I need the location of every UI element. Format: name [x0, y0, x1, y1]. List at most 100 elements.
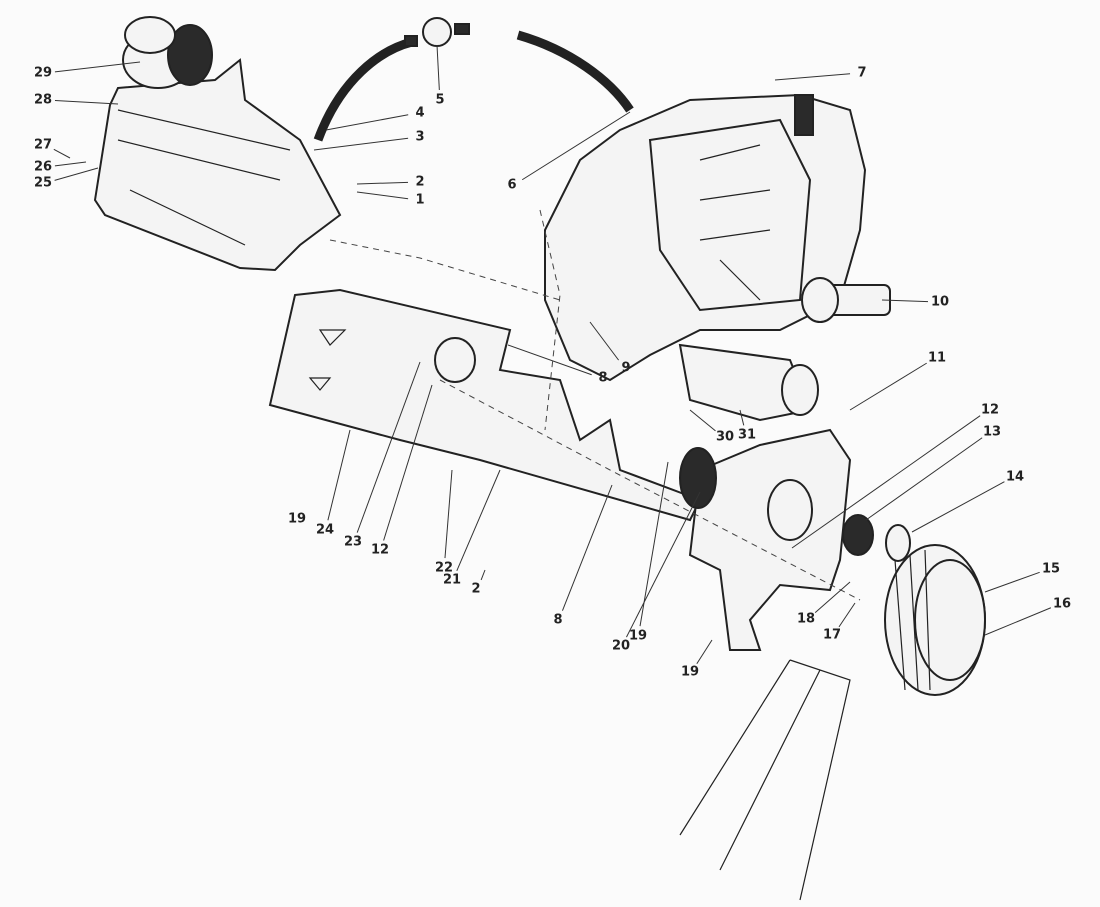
leader-line [838, 602, 856, 628]
callout-21: 21 [443, 469, 501, 588]
callout-11: 11 [849, 351, 946, 411]
leader-line [54, 61, 141, 73]
part-number: 23 [344, 535, 362, 550]
leader-line [626, 491, 701, 638]
callout-13: 13 [865, 425, 1001, 521]
leader-line [383, 384, 433, 541]
leader-line [327, 429, 351, 521]
callout-15: 15 [984, 562, 1060, 593]
leader-line [881, 299, 929, 303]
part-number: 6 [507, 178, 516, 193]
leader-line [814, 581, 851, 613]
part-number: 12 [371, 543, 389, 558]
callout-8: 8 [507, 344, 608, 386]
part-number: 21 [443, 573, 461, 588]
leader-line [507, 344, 592, 376]
callout-6: 6 [507, 111, 631, 193]
callout-12: 12 [791, 403, 999, 549]
leader-line [53, 148, 71, 159]
part-number: 19 [629, 629, 647, 644]
callout-31: 31 [738, 409, 756, 443]
callout-2: 2 [356, 175, 425, 190]
callout-10: 10 [881, 295, 949, 310]
part-number: 17 [823, 628, 841, 643]
assembly-lines [329, 209, 861, 601]
callout-19: 19 [288, 512, 306, 527]
leader-line [911, 481, 1005, 533]
part-number: 3 [415, 130, 424, 145]
callout-19: 19 [681, 639, 713, 680]
part-number: 16 [1053, 597, 1071, 612]
leader-line [54, 167, 99, 181]
leader-line [589, 321, 620, 361]
leader-line [689, 409, 716, 432]
callout-27: 27 [34, 138, 71, 159]
leader-line [356, 361, 421, 533]
part-number: 22 [435, 561, 453, 576]
part-number: 1 [415, 193, 424, 208]
part-number: 15 [1042, 562, 1060, 577]
part-number: 7 [857, 66, 866, 81]
callout-4: 4 [325, 106, 425, 131]
leader-line [54, 161, 87, 167]
callout-12: 12 [371, 384, 433, 558]
part-number: 2 [471, 582, 480, 597]
callout-22: 22 [435, 469, 453, 576]
part-number: 25 [34, 176, 52, 191]
leader-line [739, 409, 745, 426]
callout-2: 2 [471, 569, 486, 597]
part-number: 19 [288, 512, 306, 527]
leader-line [521, 111, 631, 181]
part-number: 13 [983, 425, 1001, 440]
callout-9: 9 [589, 321, 631, 376]
callout-5: 5 [435, 44, 445, 108]
leader-line [356, 181, 409, 185]
part-number: 24 [316, 523, 334, 538]
chute [679, 659, 851, 901]
part-number: 27 [34, 138, 52, 153]
callout-20: 20 [612, 491, 701, 654]
engine [544, 93, 891, 422]
callout-29: 29 [34, 61, 141, 81]
callout-1: 1 [356, 191, 425, 208]
leader-line [444, 469, 453, 559]
part-number: 28 [34, 93, 52, 108]
part-number: 8 [553, 613, 562, 628]
fuel-tank [93, 16, 342, 272]
wheel [884, 544, 986, 696]
part-number: 4 [415, 106, 424, 121]
part-number: 31 [738, 428, 756, 443]
callout-24: 24 [316, 429, 351, 538]
callout-7: 7 [774, 66, 867, 81]
leader-line [984, 607, 1052, 636]
part-number: 2 [415, 175, 424, 190]
leader-line [984, 571, 1040, 593]
leader-line [325, 114, 409, 131]
gear-housing [679, 428, 852, 651]
part-number: 20 [612, 639, 630, 654]
callout-layer: 1234567891011121314151617181919192021222… [34, 44, 1071, 680]
callout-25: 25 [34, 167, 99, 191]
callout-14: 14 [911, 470, 1024, 533]
part-number: 29 [34, 66, 52, 81]
leader-line [54, 100, 119, 105]
leader-line [561, 484, 613, 611]
leader-line [849, 362, 927, 411]
frame [268, 288, 702, 522]
leader-line [356, 191, 409, 200]
part-number: 26 [34, 160, 52, 175]
part-number: 19 [681, 665, 699, 680]
leader-line [456, 469, 501, 572]
part-number: 11 [928, 351, 946, 366]
callout-17: 17 [823, 602, 856, 643]
leader-line [480, 569, 486, 581]
leader-line [865, 437, 983, 521]
callout-16: 16 [984, 597, 1071, 636]
leader-line [774, 73, 851, 81]
part-number: 14 [1006, 470, 1024, 485]
callout-23: 23 [344, 361, 421, 550]
leader-line [791, 415, 981, 549]
callout-8: 8 [553, 484, 613, 628]
